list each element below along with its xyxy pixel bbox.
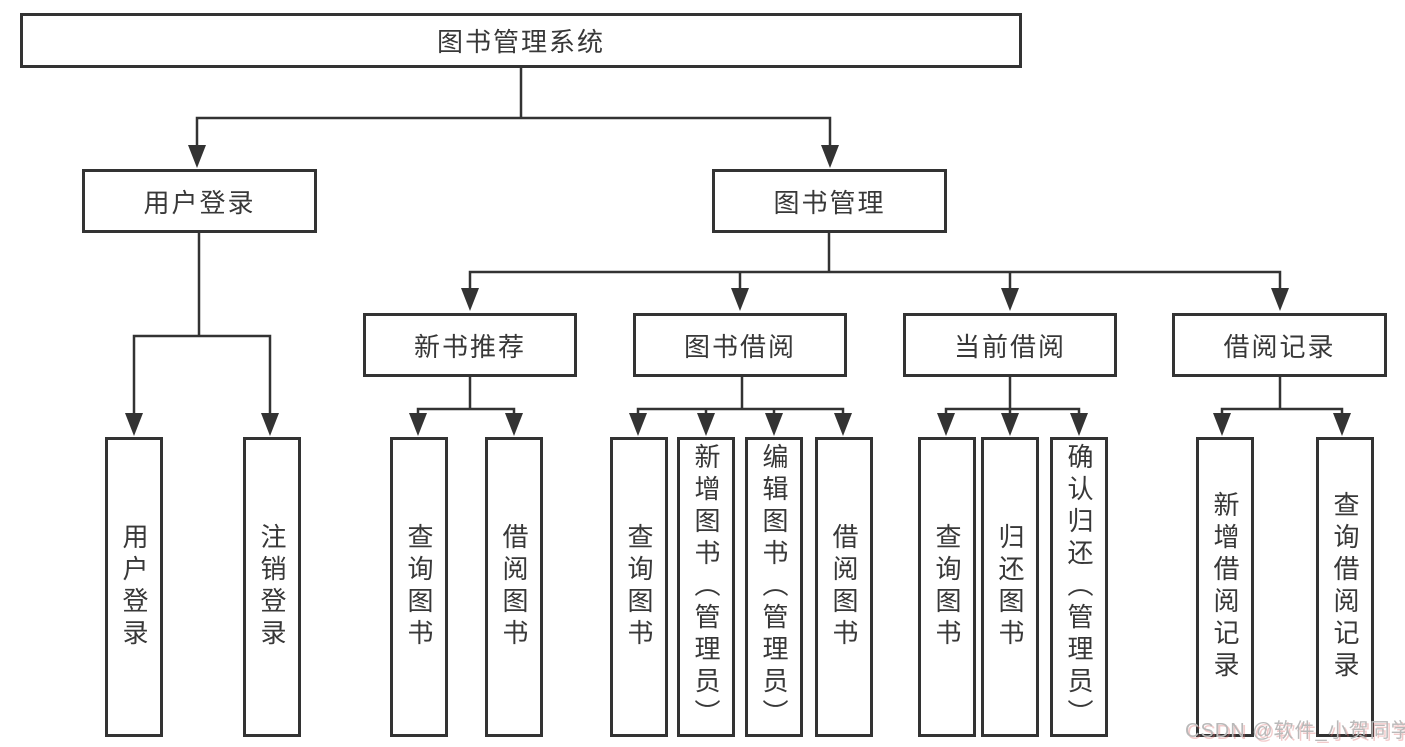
- leaf-return-books: 归还图书: [981, 437, 1039, 737]
- leaf-search-borrow-record-label: 查询借阅记录: [1330, 491, 1360, 683]
- leaf-return-books-label: 归还图书: [995, 523, 1025, 651]
- leaf-add-books-admin-label: 新增图书（管理员）: [691, 443, 721, 731]
- node-book-management: 图书管理: [712, 169, 947, 233]
- leaf-edit-books-admin-label: 编辑图书（管理员）: [759, 443, 789, 731]
- node-new-book-recommend-label: 新书推荐: [413, 331, 526, 362]
- leaf-confirm-return-admin: 确认归还（管理员）: [1050, 437, 1108, 737]
- node-user-login-label: 用户登录: [143, 187, 256, 218]
- leaf-add-borrow-record-label: 新增借阅记录: [1210, 491, 1240, 683]
- leaf-borrow-books-borrowing: 借阅图书: [815, 437, 873, 737]
- node-borrow-records-label: 借阅记录: [1223, 331, 1336, 362]
- leaf-search-books-recommend-label: 查询图书: [404, 523, 434, 651]
- leaf-borrow-books-recommend-label: 借阅图书: [499, 523, 529, 651]
- node-user-login: 用户登录: [82, 169, 317, 233]
- leaf-user-login-label: 用户登录: [119, 523, 149, 651]
- leaf-borrow-books-borrowing-label: 借阅图书: [829, 523, 859, 651]
- leaf-search-books-borrowing-label: 查询图书: [624, 523, 654, 651]
- leaf-confirm-return-admin-label: 确认归还（管理员）: [1064, 443, 1094, 731]
- node-borrow-records: 借阅记录: [1172, 313, 1387, 377]
- leaf-add-borrow-record: 新增借阅记录: [1196, 437, 1254, 737]
- leaf-search-books-borrowing: 查询图书: [610, 437, 668, 737]
- node-book-borrowing-label: 图书借阅: [683, 331, 796, 362]
- leaf-logout-login: 注销登录: [243, 437, 301, 737]
- leaf-logout-login-label: 注销登录: [257, 523, 287, 651]
- leaf-edit-books-admin: 编辑图书（管理员）: [745, 437, 803, 737]
- leaf-borrow-books-recommend: 借阅图书: [485, 437, 543, 737]
- leaf-user-login: 用户登录: [105, 437, 163, 737]
- node-current-borrowing-label: 当前借阅: [953, 331, 1066, 362]
- node-current-borrowing: 当前借阅: [903, 313, 1117, 377]
- leaf-search-books-recommend: 查询图书: [390, 437, 448, 737]
- leaf-add-books-admin: 新增图书（管理员）: [677, 437, 735, 737]
- leaf-search-borrow-record: 查询借阅记录: [1316, 437, 1374, 737]
- csdn-watermark: CSDN @软件_小贺同学: [1185, 720, 1405, 742]
- node-book-borrowing: 图书借阅: [633, 313, 847, 377]
- leaf-search-books-current: 查询图书: [918, 437, 976, 737]
- node-new-book-recommend: 新书推荐: [363, 313, 577, 377]
- node-book-management-label: 图书管理: [773, 187, 886, 218]
- node-root-system: 图书管理系统: [20, 13, 1022, 68]
- node-root-label: 图书管理系统: [436, 27, 605, 57]
- leaf-search-books-current-label: 查询图书: [932, 523, 962, 651]
- arrow-heads: [125, 145, 1351, 436]
